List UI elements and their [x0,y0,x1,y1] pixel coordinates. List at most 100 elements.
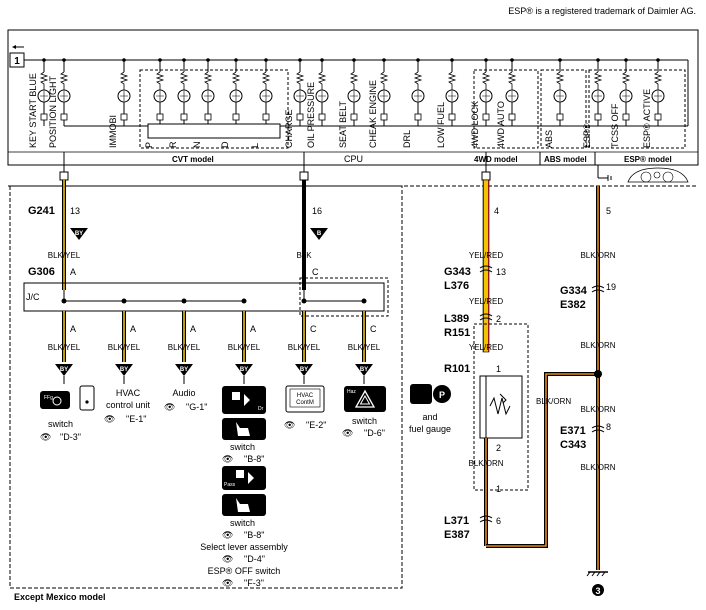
label-blk-pin: C [312,267,319,277]
indicator-2: IMMOBI [108,58,131,148]
branch-pin-5: C [370,324,377,334]
indicator-4: R [168,58,191,148]
fuel-text-2: fuel gauge [409,424,451,434]
terminal-4 [481,171,491,181]
label-c343: C343 [560,439,586,451]
indicator-label-5: N [192,142,202,149]
seat-icon-4 [236,498,250,512]
indicator-11: CHEAK ENGINE [368,58,391,148]
branch-pin-4: C [310,324,317,334]
indicator-label-10: SEAT BELT [338,100,348,148]
label-pin5: 5 [606,206,611,216]
lamp-icon [52,396,62,406]
indicator-label-2: IMMOBI [108,115,118,148]
trademark-text: ESP® is a registered trademark of Daimle… [508,6,696,16]
arrow-icon [12,45,16,49]
abs-dashed-box [540,69,587,149]
branch-badge-2 [175,364,193,376]
label-blk: BLK [296,251,312,260]
hvac-unit-ref: "E-1" [126,414,146,424]
label-g343-pin: 13 [496,267,506,277]
branch-badge-text-2: BY [180,367,188,373]
meter-cluster-icon [627,167,689,183]
select-lever-label: Select lever assembly [200,542,288,552]
joint-connector [23,282,385,312]
branch-wire-0: BLK/YEL [48,343,81,352]
indicator-label-14: 4WD LOCK [470,101,480,148]
label-g334-pin: 19 [606,282,616,292]
seat-switch-1-label: switch [230,442,255,452]
cvt-gear-display [147,123,281,139]
label-r101: R101 [444,363,470,375]
label-l371-pin: 6 [496,516,501,526]
indicator-label-12: DRL [402,130,412,148]
indicator-label-9: OIL PRESSURE [306,82,316,148]
light-switch-ref: "D-3" [60,432,81,442]
branch-badge-text-3: BY [240,367,248,373]
light-switch-icon [40,391,70,409]
hvac-contm-text-1: HVAC [297,393,314,399]
hazard-triangle-icon [354,389,376,408]
ground-label: 3 [595,586,600,596]
indicator-18: TCSS OFF [610,58,633,148]
ref-eye-icon-9: 👁 [342,428,353,438]
branch-pin-2: A [190,324,196,334]
section-esp: ESP® model [624,155,672,164]
label-blk-orn-loop: BLK/ORN [536,397,571,406]
audio-label: Audio [172,388,195,398]
indicator-label-1: POSITION LIGHT [48,75,58,148]
ref-eye-icon-6: 👁 [222,554,233,564]
fuel-text-1: and [422,412,437,422]
indicator-17: ESP® [582,58,605,148]
seat-icon-3 [236,470,254,484]
section-cpu: CPU [344,154,363,164]
connector-box-label: 1 [14,56,20,67]
section-abs: ABS model [544,155,587,164]
select-lever-ref: "D-4" [244,554,265,564]
indicator-label-19: ESP® ACTIVE [642,89,652,148]
hvac-contm-ref: "E-2" [306,420,326,430]
badge-by-1 [70,228,88,240]
branch-wire-1: BLK/YEL [108,343,141,352]
indicator-6: D [220,58,243,148]
connector-marks [479,265,605,523]
joint-connector-c-zone [299,277,389,317]
indicator-10: SEAT BELT [338,58,361,148]
indicator-0: KEY START BLUE [28,58,51,148]
pass-text: Pass [224,482,236,488]
label-jc: J/C [26,292,40,302]
indicator-label-11: CHEAK ENGINE [368,80,378,148]
indicator-8: CHARGE [284,58,307,148]
label-e371: E371 [560,425,586,437]
hazard-triangle-inner-icon [359,394,371,405]
terminal-g241 [59,171,69,181]
hazard-switch-icon [344,386,386,412]
label-e371-pin: 8 [606,422,611,432]
branch-wire-3: BLK/YEL [228,343,261,352]
audio-ref: "G-1" [186,402,207,412]
ground-icon [586,571,608,596]
label-l389-pin: 2 [496,314,501,324]
label-r101-pin2: 2 [496,443,501,453]
ref-eye-icon-1: 👁 [40,432,51,442]
label-pin4: 4 [494,206,499,216]
fuel-gauge-icon [433,385,451,403]
haz-text: Haz [347,389,356,395]
indicator-label-3: P [144,142,154,148]
esp-dashed-box [588,69,686,149]
ref-eye-icon-5: 👁 [222,530,233,540]
label-l376: L376 [444,280,469,292]
indicator-9: OIL PRESSURE [306,58,329,148]
branch-badge-5 [355,364,373,376]
ref-eye-icon-3: 👁 [164,402,175,412]
label-e387: E387 [444,529,470,541]
branch-badge-3 [235,364,253,376]
branch-group: ABLK/YELBYABLK/YELBYABLK/YELBYABLK/YELBY… [48,298,381,384]
ref-eye-icon-4: 👁 [222,454,233,464]
indicator-3: P [144,58,167,148]
branch-pin-1: A [130,324,136,334]
